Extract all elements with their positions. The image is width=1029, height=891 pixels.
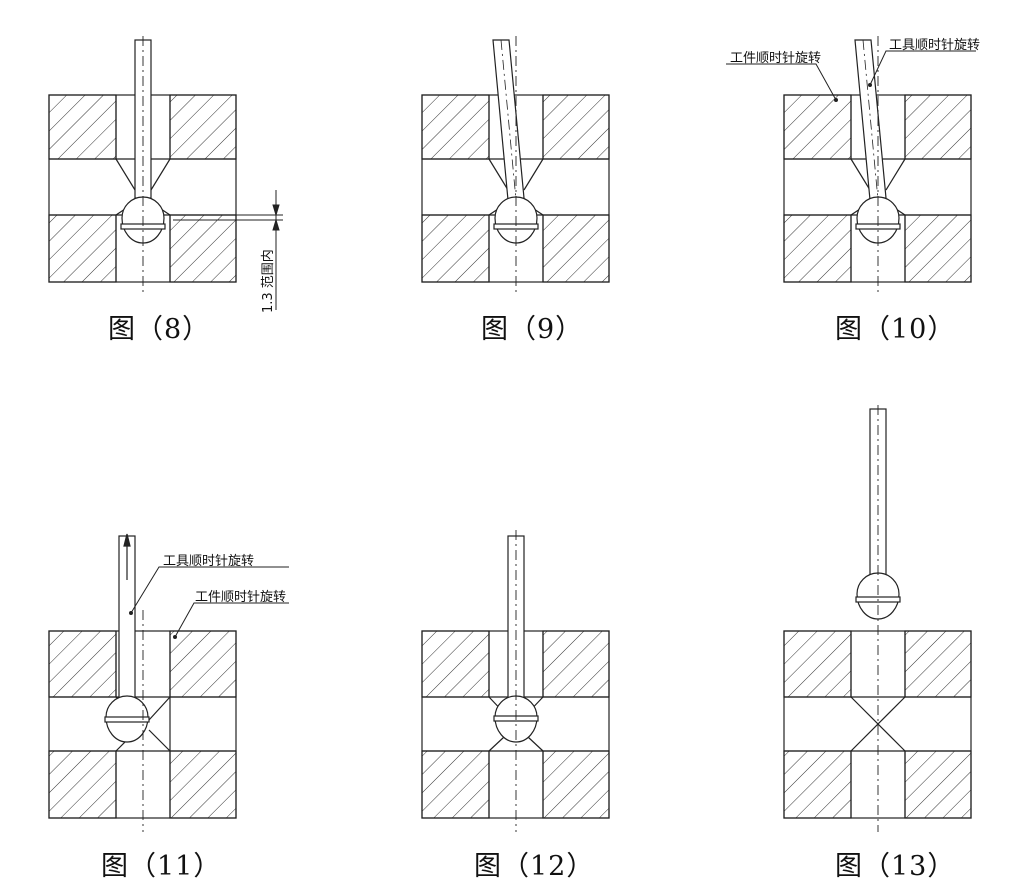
figure-10-caption: 图（10） [835, 314, 956, 345]
figure-10-drawing [726, 36, 976, 292]
dimension-marker [173, 190, 283, 310]
workpiece-block [421, 94, 610, 283]
figure-13-drawing [783, 405, 972, 832]
tool-shank [854, 39, 887, 201]
workpiece-block [783, 630, 972, 819]
figure-12-caption: 图（12） [474, 851, 595, 882]
figure-13-caption: 图（13） [835, 851, 956, 882]
tool-clockwise-label: 工具顺时针旋转 [889, 38, 981, 53]
leader-lines [726, 50, 976, 102]
workpiece-block [48, 630, 237, 819]
workpiece-block [783, 94, 972, 283]
leader-lines [129, 566, 289, 639]
tool-clockwise-label: 工具顺时针旋转 [163, 554, 255, 569]
tool-shank [118, 533, 136, 699]
figure-11-drawing [48, 533, 289, 832]
workpiece-clockwise-label: 工件顺时针旋转 [730, 51, 822, 66]
workpiece-clockwise-label: 工件顺时针旋转 [195, 590, 287, 605]
figure-9-drawing [421, 36, 610, 292]
figure-11-caption: 图（11） [101, 851, 222, 882]
figure-12-drawing [421, 530, 610, 832]
figure-9-caption: 图（9） [481, 314, 584, 345]
workpiece-block [48, 94, 237, 283]
figure-8-caption: 图（8） [108, 314, 211, 345]
ball-tool-head [104, 695, 150, 743]
tool-shank [492, 39, 525, 201]
dimension-label: 1.3 范围内 [261, 249, 276, 313]
figure-8-drawing [48, 36, 283, 310]
